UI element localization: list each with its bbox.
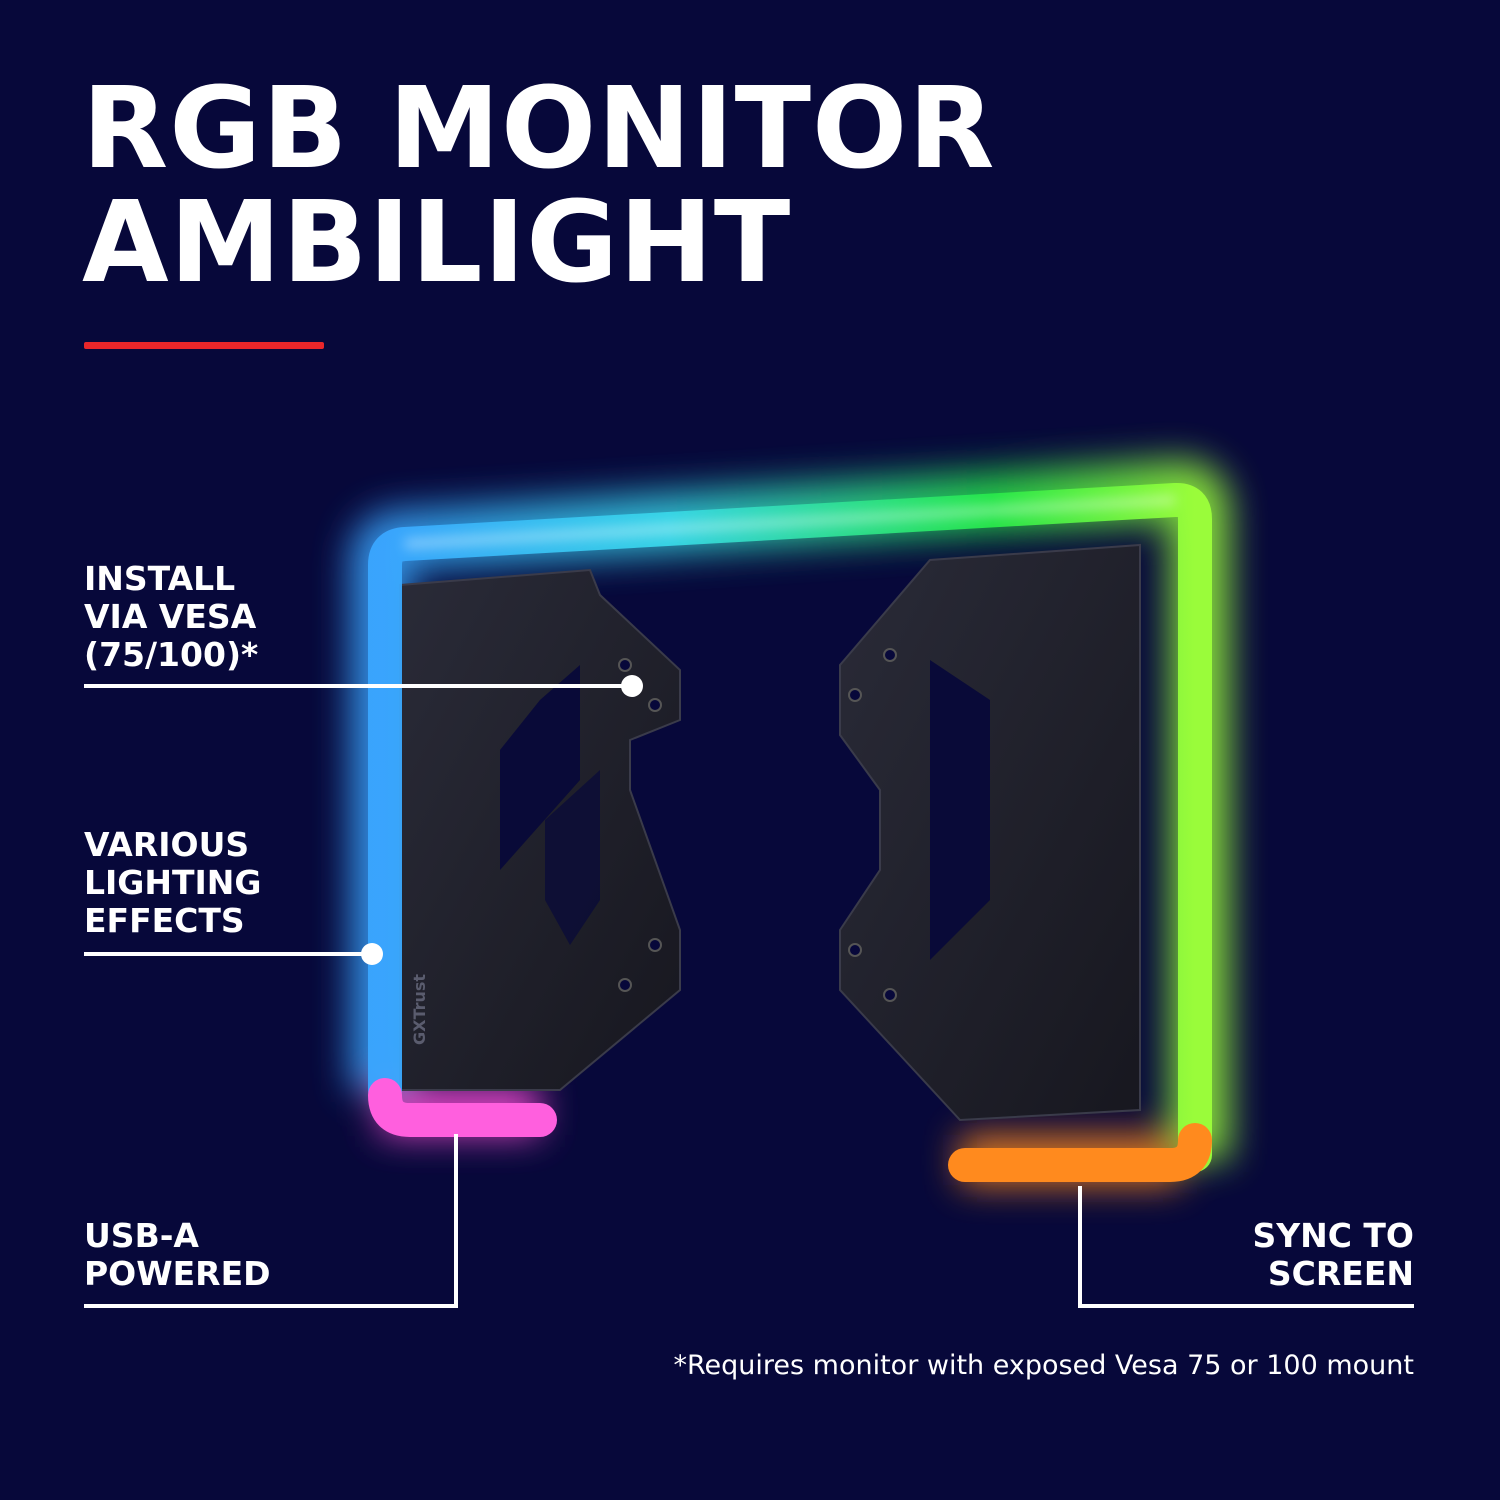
- left-mount-bracket: [399, 568, 681, 1091]
- right-mount-bracket: [839, 543, 1141, 1122]
- callout-sync-to-screen: SYNC TO SCREEN: [1252, 1217, 1414, 1293]
- callout-vesa-line-1: INSTALL: [84, 559, 236, 598]
- sync-leader-line: [1078, 1186, 1414, 1308]
- brand-logo: GXTrust: [410, 974, 429, 1045]
- callout-vesa-line-3: (75/100)*: [84, 635, 259, 674]
- callout-lighting-effects: VARIOUS LIGHTING EFFECTS: [84, 826, 262, 940]
- vesa-endpoint-dot: [621, 675, 643, 697]
- callout-usb-powered: USB-A POWERED: [84, 1217, 271, 1293]
- callout-usb-line-2: POWERED: [84, 1254, 271, 1293]
- led-light-strip: [368, 483, 1212, 1182]
- callout-effects-line-3: EFFECTS: [84, 901, 245, 940]
- vesa-mount-holes: [618, 648, 897, 1002]
- callout-leader-lines: [84, 684, 1414, 1308]
- title-line-1: RGB MONITOR: [82, 64, 996, 194]
- page-title: RGB MONITOR AMBILIGHT: [82, 72, 995, 300]
- callout-usb-line-1: USB-A: [84, 1216, 199, 1255]
- usb-leader-line: [84, 1134, 458, 1308]
- callout-sync-line-1: SYNC TO: [1252, 1216, 1414, 1255]
- effects-endpoint-dot: [361, 943, 383, 965]
- callout-sync-line-2: SCREEN: [1267, 1254, 1414, 1293]
- callout-effects-line-2: LIGHTING: [84, 863, 262, 902]
- title-line-2: AMBILIGHT: [82, 178, 792, 308]
- callout-effects-line-1: VARIOUS: [84, 825, 250, 864]
- title-accent-bar: [84, 342, 324, 349]
- callout-vesa-line-2: VIA VESA: [84, 597, 257, 636]
- callout-endpoints: [361, 675, 643, 965]
- callout-install-vesa: INSTALL VIA VESA (75/100)*: [84, 560, 258, 674]
- footnote: *Requires monitor with exposed Vesa 75 o…: [673, 1350, 1414, 1381]
